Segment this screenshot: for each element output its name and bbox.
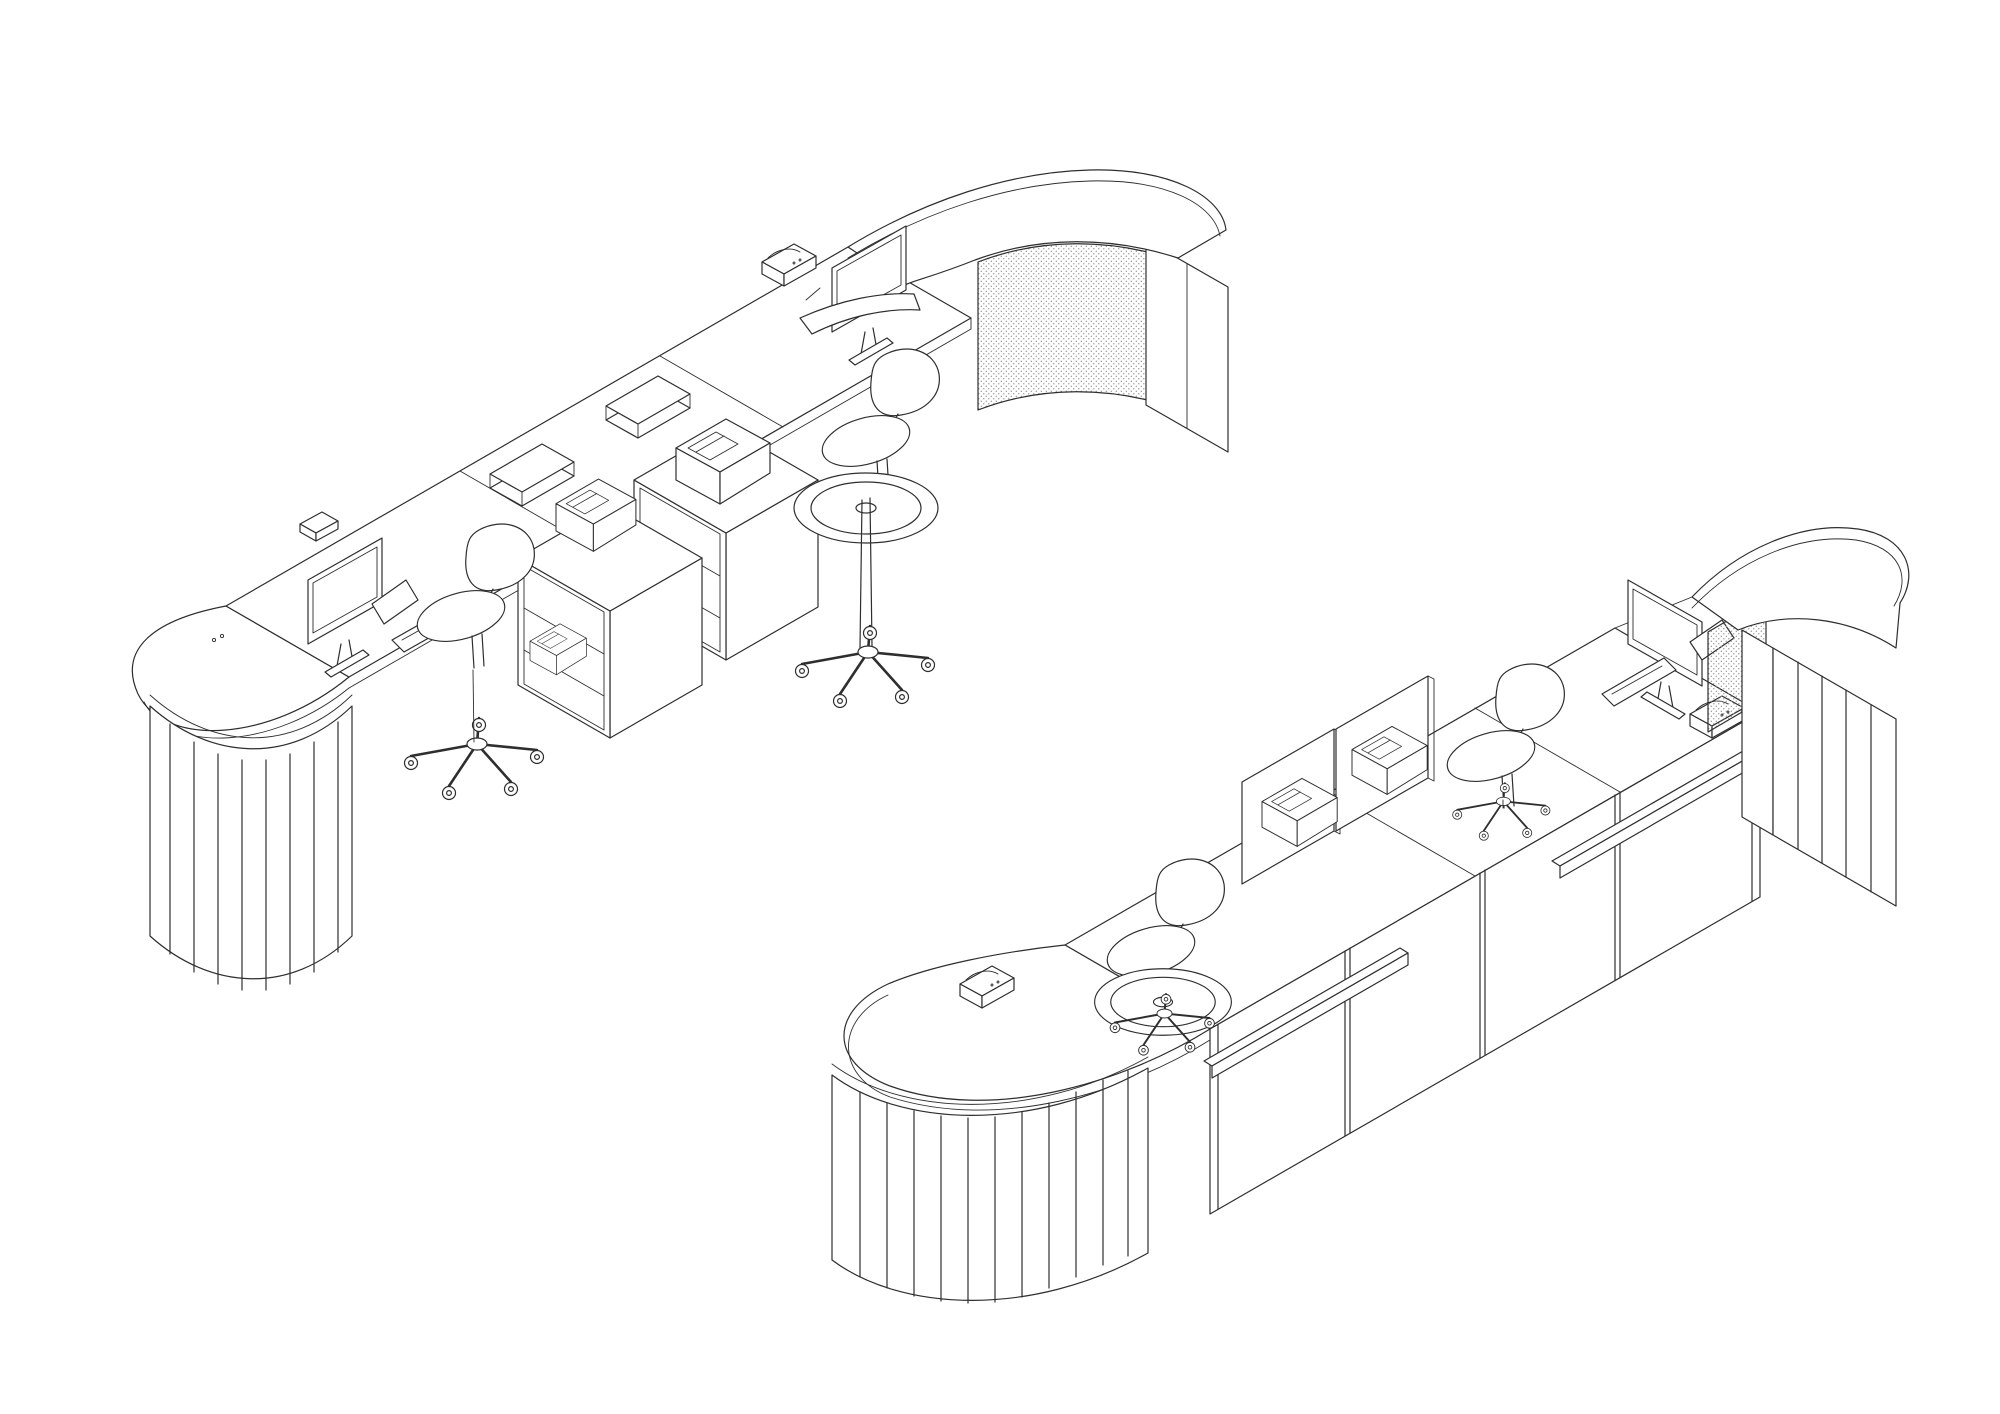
transaction-ledge bbox=[1203, 947, 1409, 1079]
counter-end-top-surface bbox=[131, 605, 350, 732]
plinth-plank-lines bbox=[169, 721, 339, 991]
segment-joint-line bbox=[659, 355, 784, 428]
reception-island-lower-right bbox=[831, 527, 1910, 1304]
high-task-chair-with-footring bbox=[793, 348, 940, 709]
plinth-plank-lines bbox=[859, 1070, 1129, 1304]
document bbox=[371, 579, 419, 625]
plinth-face bbox=[831, 1067, 1149, 1301]
plinth-plank-lines bbox=[1797, 661, 1872, 893]
chair-pedestal bbox=[859, 497, 873, 649]
curved-reception-hood bbox=[847, 169, 1229, 453]
keyboard-tray bbox=[799, 293, 921, 335]
keyboard bbox=[1601, 657, 1677, 707]
pen bbox=[805, 287, 821, 301]
fixing-dot bbox=[219, 633, 225, 639]
keyboard-keys bbox=[1611, 665, 1663, 695]
task-chair bbox=[403, 523, 545, 801]
base-plinth-panels bbox=[149, 694, 353, 991]
hood-workstation bbox=[761, 225, 921, 366]
chair-footring bbox=[793, 472, 939, 544]
hood-top-surface bbox=[1691, 527, 1910, 649]
plinth-face bbox=[149, 705, 353, 980]
front-panels bbox=[1203, 711, 1761, 1215]
desk-device bbox=[299, 511, 339, 542]
hood-edge bbox=[1691, 538, 1903, 609]
segment-joint-line bbox=[1474, 707, 1621, 793]
side-plinth-panels bbox=[1741, 629, 1897, 907]
curved-reception-hood bbox=[1691, 527, 1910, 907]
task-chair bbox=[1440, 663, 1565, 842]
hood-top-surface bbox=[847, 169, 1227, 286]
hood-edge bbox=[847, 180, 1221, 259]
plinth-face bbox=[1772, 647, 1897, 907]
base-plinth-panels bbox=[831, 1056, 1149, 1304]
fixing-dot bbox=[211, 637, 217, 643]
reception-island-upper-left bbox=[131, 169, 1229, 991]
